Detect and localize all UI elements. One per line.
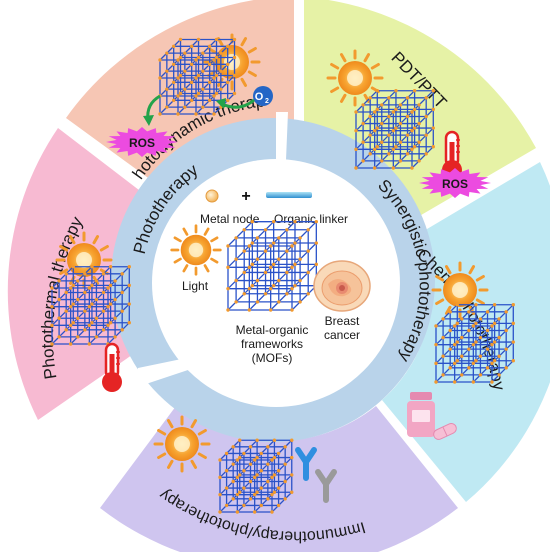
pd-ros-burst-icon xyxy=(106,127,178,157)
breast-label-line2: cancer xyxy=(324,328,360,342)
pd-o2-icon: O 2 xyxy=(253,86,273,106)
pd-mof-cube-icon xyxy=(158,37,237,116)
pd-arrow-in-head xyxy=(216,98,226,109)
pdt-mof-cube-icon xyxy=(354,89,435,170)
pd-arrow-in-icon xyxy=(221,98,255,109)
pt-thermometer-icon xyxy=(102,342,122,392)
antibody-gray-icon xyxy=(315,469,337,503)
pd-ros-label: ROS xyxy=(129,136,155,150)
pt-mof-cube-icon xyxy=(50,265,131,346)
pill-bottle-icon xyxy=(407,392,435,437)
organic-linker-label: Organic linker xyxy=(274,212,348,226)
ring-gap-top xyxy=(276,112,288,160)
breast-label-line1: Breast xyxy=(325,314,360,328)
light-icon xyxy=(170,224,222,276)
breast-cancer-icon xyxy=(313,260,371,312)
organic-linker-icon xyxy=(266,192,312,198)
capsule-icon xyxy=(433,423,457,440)
pdt-ros-burst-icon xyxy=(419,168,491,198)
svg-text:2: 2 xyxy=(265,98,269,105)
center-plus: + xyxy=(241,188,250,205)
metal-node-icon xyxy=(205,189,219,203)
pd-arrow-out-head xyxy=(143,115,154,126)
light-label: Light xyxy=(182,279,209,293)
mof-label-line1: Metal-organic xyxy=(236,323,309,337)
im-mof-cube-icon xyxy=(218,438,294,514)
metal-node-label: Metal node xyxy=(200,212,260,226)
pdt-ros-label: ROS xyxy=(442,177,468,191)
mof-label-line3: (MOFs) xyxy=(252,351,293,365)
im-sun-icon xyxy=(153,415,211,473)
chemo-mof-cube-icon xyxy=(434,303,515,384)
mof-cube-icon xyxy=(226,219,319,312)
antibody-blue-icon xyxy=(295,447,317,481)
svg-text:O: O xyxy=(255,91,264,103)
mof-label-line2: frameworks xyxy=(241,337,303,351)
